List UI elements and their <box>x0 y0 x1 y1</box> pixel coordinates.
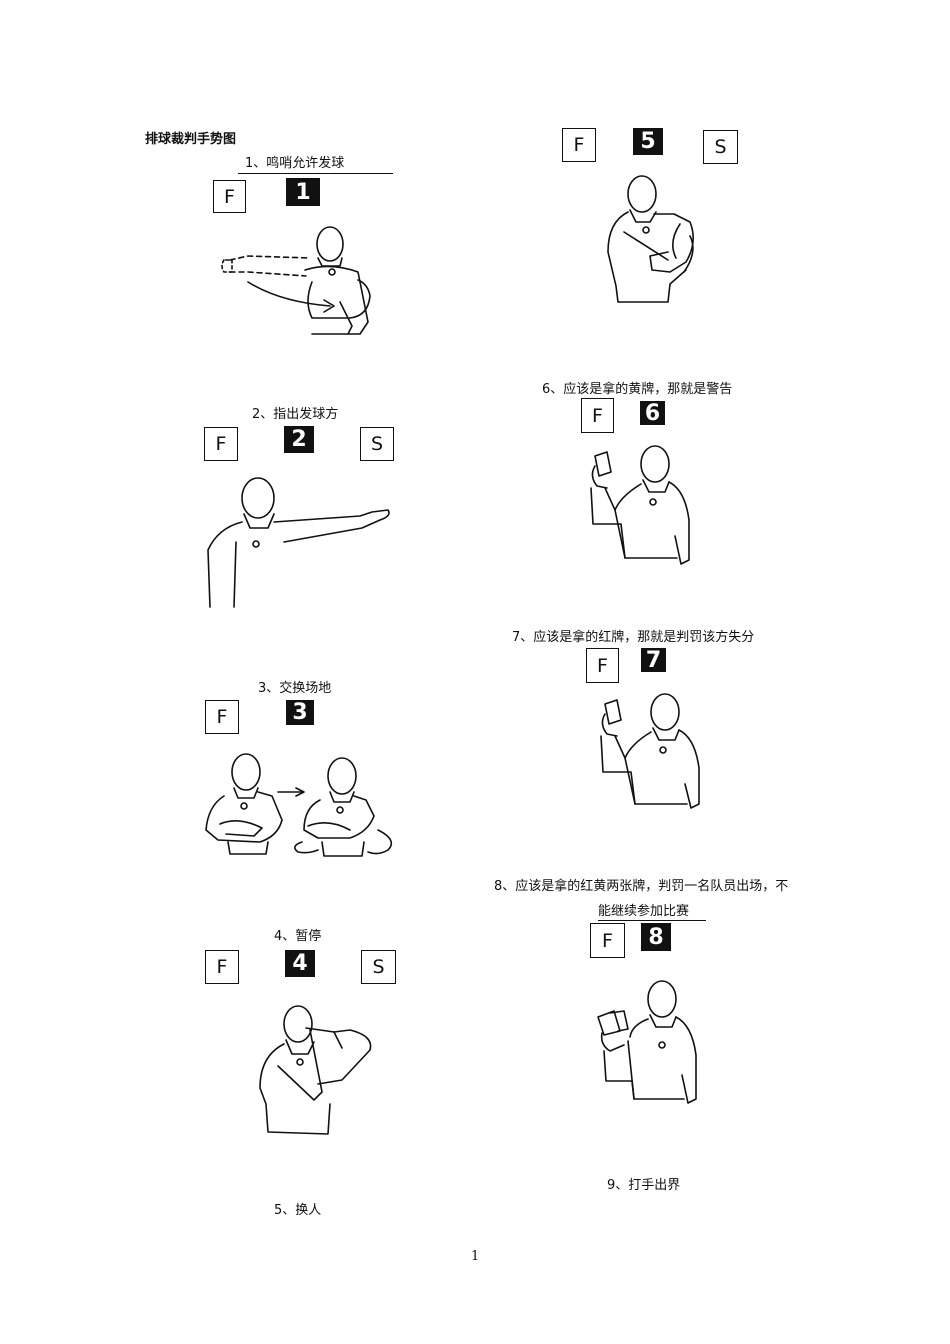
signal-7-number: 7 <box>641 648 666 673</box>
signal-5-number: 5 <box>633 128 663 155</box>
signal-8-number: 8 <box>641 923 671 951</box>
signal-4-first-referee-box: F <box>205 950 239 984</box>
page-number: 1 <box>471 1249 480 1264</box>
signal-3-caption: 3、交换场地 <box>258 681 332 696</box>
signal-6-referee-figure <box>590 445 690 565</box>
signal-4-number: 4 <box>285 950 315 977</box>
caption-underline <box>598 920 706 921</box>
signal-4-referee-figure <box>259 1005 372 1135</box>
signal-5-second-referee-box: S <box>703 130 738 164</box>
signal-2-referee-figure <box>207 477 390 608</box>
signal-7-first-referee-box: F <box>586 648 619 683</box>
signal-4-caption: 4、暂停 <box>274 929 322 944</box>
signal-1-number: 1 <box>286 178 320 206</box>
signal-5-referee-figure <box>607 175 694 303</box>
signal-2-caption: 2、指出发球方 <box>252 407 339 422</box>
signal-8-first-referee-box: F <box>590 923 625 958</box>
signal-2-first-referee-box: F <box>204 427 238 461</box>
signal-8-referee-figure <box>597 980 697 1104</box>
signal-6-caption: 6、应该是拿的黄牌，那就是警告 <box>542 382 733 397</box>
signal-2-number: 2 <box>284 426 314 453</box>
signal-8-caption-line-1: 8、应该是拿的红黄两张牌，判罚一名队员出场，不 <box>494 879 789 894</box>
signal-1-referee-figure <box>221 226 371 335</box>
page-title: 排球裁判手势图 <box>145 132 237 147</box>
signal-4-second-referee-box: S <box>361 950 396 984</box>
caption-underline <box>238 173 393 174</box>
signal-3-referee-figures <box>205 753 393 857</box>
signal-6-number: 6 <box>640 401 665 426</box>
signal-6-first-referee-box: F <box>581 398 614 433</box>
signal-8-caption-line-2: 能继续参加比赛 <box>598 904 690 919</box>
signal-5-caption: 5、换人 <box>274 1203 322 1218</box>
signal-2-second-referee-box: S <box>360 427 394 461</box>
signal-1-first-referee-box: F <box>213 180 246 213</box>
signal-5-first-referee-box: F <box>562 128 596 162</box>
signal-1-caption: 1、鸣哨允许发球 <box>245 156 345 171</box>
signal-7-caption: 7、应该是拿的红牌，那就是判罚该方失分 <box>512 630 755 645</box>
signal-3-first-referee-box: F <box>205 700 239 734</box>
signal-9-caption: 9、打手出界 <box>607 1178 681 1193</box>
signal-3-number: 3 <box>286 700 314 725</box>
signal-7-referee-figure <box>600 693 700 809</box>
